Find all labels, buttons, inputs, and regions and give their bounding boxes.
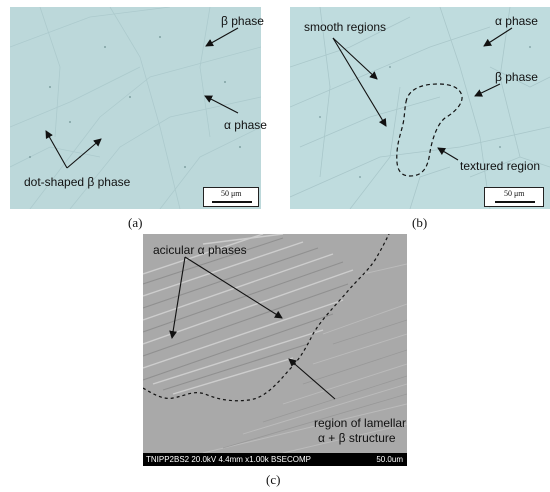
arrow-textured-region	[437, 147, 459, 161]
sem-scale-text: 50.0um	[376, 455, 403, 464]
scale-bar-b: 50 μm	[484, 187, 544, 207]
arrow-beta-phase-a	[205, 27, 239, 47]
arrow-alpha-phase-b	[483, 27, 513, 47]
micrograph-b-texture	[290, 7, 550, 209]
label-beta-phase-b: β phase	[495, 70, 538, 84]
label-beta-phase-a: β phase	[221, 14, 264, 28]
arrow-dot-shaped-1	[45, 130, 68, 169]
caption-c: (c)	[266, 472, 281, 487]
label-dot-shaped-beta: dot-shaped β phase	[24, 175, 131, 189]
sem-info-text: TNIPP2BS2 20.0kV 4.4mm x1.00k BSECOMP	[146, 455, 311, 464]
arrow-acicular-2	[184, 256, 283, 319]
scale-bar-a-text: 50 μm	[221, 189, 242, 198]
label-lamellar-region-line2: α + β structure	[318, 431, 396, 445]
arrow-smooth-1	[332, 37, 378, 80]
arrow-smooth-2	[332, 37, 387, 127]
textured-region-outline	[396, 83, 463, 177]
label-acicular-alpha: acicular α phases	[153, 243, 247, 257]
label-alpha-phase-a: α phase	[224, 118, 267, 132]
sem-micrograph-c	[143, 234, 407, 453]
arrow-acicular-1	[169, 256, 186, 339]
scale-bar-b-text: 50 μm	[504, 189, 525, 198]
label-smooth-regions: smooth regions	[304, 20, 387, 34]
micrograph-b	[290, 7, 550, 209]
micrograph-a-texture	[10, 7, 261, 209]
sem-texture	[143, 234, 407, 453]
label-alpha-phase-b: α phase	[495, 14, 538, 28]
scale-bar-a-line	[212, 201, 252, 203]
caption-b: (b)	[412, 215, 428, 230]
scale-bar-b-line	[495, 201, 535, 203]
sem-info-bar: TNIPP2BS2 20.0kV 4.4mm x1.00k BSECOMP 50…	[143, 453, 407, 466]
arrow-alpha-phase-a	[204, 95, 239, 114]
caption-a: (a)	[128, 215, 143, 230]
label-lamellar-region-line1: region of lamellar	[314, 416, 407, 430]
phase-boundary-dashed	[143, 234, 390, 402]
arrow-dot-shaped-2	[66, 138, 102, 169]
arrow-beta-phase-b	[474, 83, 501, 97]
micrograph-a	[10, 7, 261, 209]
label-textured-region: textured region	[460, 159, 541, 173]
arrow-lamellar-region	[288, 358, 336, 400]
scale-bar-a: 50 μm	[203, 187, 259, 207]
